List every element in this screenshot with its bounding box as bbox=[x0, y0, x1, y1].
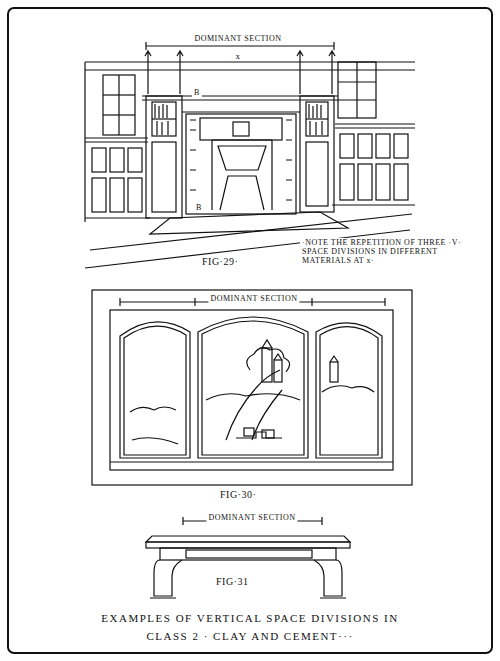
table bbox=[146, 517, 350, 598]
figure-label: DOMINANT SECTION bbox=[192, 34, 283, 43]
figure-label: FIG·29· bbox=[200, 256, 240, 268]
callout-letter: B bbox=[192, 88, 202, 97]
fireplace-wall bbox=[85, 42, 415, 268]
figure-label: FIG·31 bbox=[214, 576, 250, 588]
plate-caption: EXAMPLES OF VERTICAL SPACE DIVISIONS IN … bbox=[85, 610, 415, 645]
callout-letter: x bbox=[234, 51, 243, 61]
callout-letter: B bbox=[194, 203, 204, 212]
figure-label: FIG·30· bbox=[218, 489, 258, 501]
tile-panel bbox=[92, 290, 412, 485]
figure-label: DOMINANT SECTION bbox=[208, 294, 299, 303]
note-text: ·NOTE THE REPETITION OF THREE ·V· SPACE … bbox=[300, 238, 489, 266]
plate-border bbox=[8, 8, 492, 653]
figure-label: DOMINANT SECTION bbox=[206, 513, 297, 522]
